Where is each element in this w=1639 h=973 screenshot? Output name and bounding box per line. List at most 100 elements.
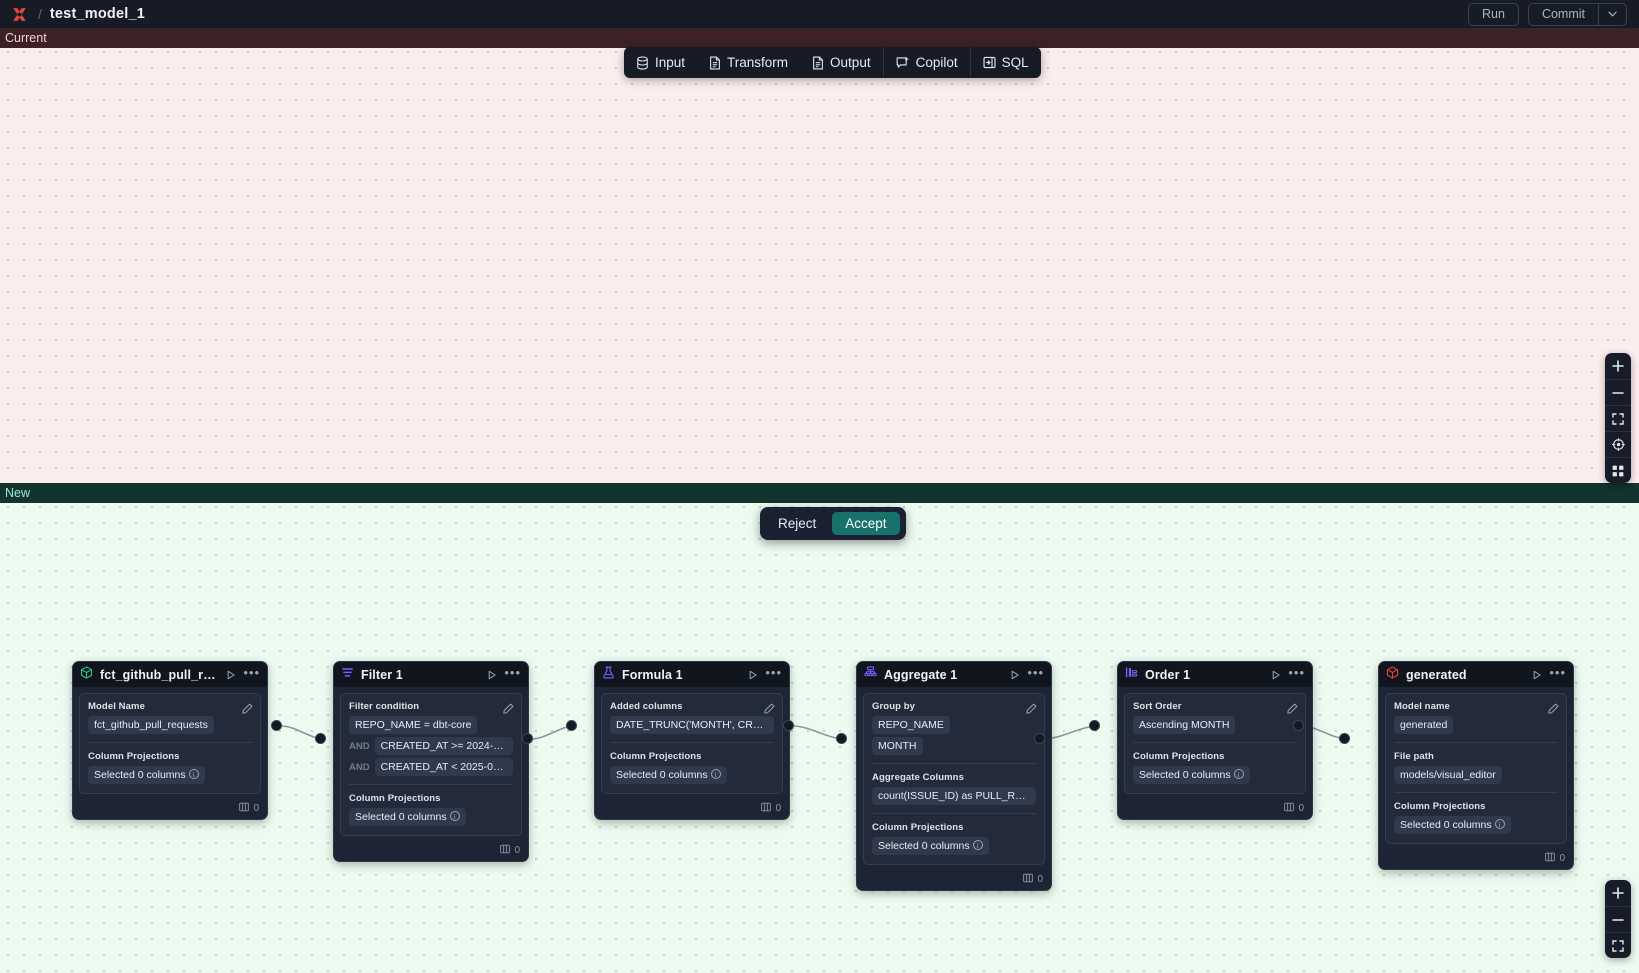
- edit-pencil-icon[interactable]: [1548, 701, 1559, 719]
- port-source-out[interactable]: [271, 720, 282, 731]
- play-icon[interactable]: [1532, 670, 1542, 680]
- aggregate-column-chip[interactable]: count(ISSUE_ID) as PULL_REQUEST_...: [872, 787, 1036, 805]
- zoom-out-icon[interactable]: [1605, 906, 1631, 932]
- current-canvas-grid[interactable]: [0, 28, 1639, 483]
- port-generated-in[interactable]: [1339, 733, 1350, 744]
- port-formula-out[interactable]: [783, 720, 794, 731]
- section-label: Column Projections: [872, 813, 1036, 833]
- columns-icon: [1284, 802, 1295, 815]
- toolbar-item-input[interactable]: Input: [624, 47, 697, 78]
- column-count: 0: [1037, 874, 1043, 885]
- play-icon[interactable]: [487, 670, 497, 680]
- column-count: 0: [253, 803, 259, 814]
- section-label: Column Projections: [88, 742, 252, 762]
- formula-flask-icon: [602, 666, 615, 684]
- fit-view-icon[interactable]: [1605, 932, 1631, 958]
- toolbar-item-transform[interactable]: Transform: [697, 47, 800, 78]
- node-title: Aggregate 1: [884, 667, 958, 682]
- filter-condition-chip[interactable]: CREATED_AT >= 2024-12-01: [374, 737, 513, 755]
- info-icon: i: [188, 769, 199, 779]
- app-logo-icon[interactable]: [8, 3, 30, 25]
- toolbar-label-sql: SQL: [1001, 55, 1029, 70]
- added-column-chip[interactable]: DATE_TRUNC('MONTH', CREATED_AT...: [610, 716, 774, 734]
- node-footer: 0: [857, 871, 1051, 890]
- zoom-in-icon[interactable]: [1605, 353, 1631, 379]
- play-icon[interactable]: [226, 670, 236, 680]
- node-fct-github-pull-requests[interactable]: fct_github_pull_requests ••• Model Name …: [72, 661, 268, 820]
- edit-pencil-icon[interactable]: [503, 701, 514, 719]
- node-order-1[interactable]: Order 1 ••• Sort Order Ascending MONTH C…: [1117, 661, 1313, 820]
- reject-button[interactable]: Reject: [778, 516, 817, 531]
- play-icon[interactable]: [1010, 670, 1020, 680]
- zoom-out-icon[interactable]: [1605, 379, 1631, 405]
- zoom-in-icon[interactable]: [1605, 880, 1631, 906]
- toolbar-item-copilot[interactable]: Copilot: [882, 47, 970, 78]
- node-generated[interactable]: generated ••• Model name generated File …: [1378, 661, 1574, 870]
- section-label: Column Projections: [1133, 742, 1297, 762]
- run-button[interactable]: Run: [1468, 2, 1519, 26]
- section-label: Column Projections: [610, 742, 774, 762]
- node-header: Aggregate 1 •••: [857, 662, 1051, 687]
- play-icon[interactable]: [748, 670, 758, 680]
- chevron-down-icon[interactable]: [1598, 3, 1626, 25]
- node-aggregate-1[interactable]: Aggregate 1 ••• Group by REPO_NAME MON: [856, 661, 1052, 891]
- new-version-pane: New fc: [0, 483, 1639, 973]
- port-formula-in[interactable]: [566, 720, 577, 731]
- fit-view-icon[interactable]: [1605, 405, 1631, 431]
- commit-button[interactable]: Commit: [1541, 6, 1585, 21]
- section-label: Column Projections: [1394, 792, 1558, 812]
- group-by-chip[interactable]: MONTH: [872, 737, 923, 755]
- sort-order-chip[interactable]: Ascending MONTH: [1133, 716, 1236, 734]
- port-order-in[interactable]: [1089, 720, 1100, 731]
- port-aggregate-out[interactable]: [1034, 733, 1045, 744]
- node-header: Order 1 •••: [1118, 662, 1312, 687]
- document-icon: [709, 56, 721, 70]
- port-filter-in[interactable]: [315, 733, 326, 744]
- current-pane-label: Current: [0, 28, 1639, 48]
- recenter-icon[interactable]: [1605, 431, 1631, 457]
- group-by-chip[interactable]: REPO_NAME: [872, 716, 950, 734]
- accept-button[interactable]: Accept: [832, 512, 900, 535]
- edit-pencil-icon[interactable]: [242, 701, 253, 719]
- more-options-icon[interactable]: •••: [504, 664, 521, 680]
- model-name-chip[interactable]: generated: [1394, 716, 1454, 734]
- column-count: 0: [1559, 853, 1565, 864]
- value-chip[interactable]: fct_github_pull_requests: [88, 716, 214, 734]
- node-panel: Model Name fct_github_pull_requests Colu…: [79, 693, 261, 794]
- play-icon[interactable]: [1271, 670, 1281, 680]
- toolbar-item-output[interactable]: Output: [800, 47, 883, 78]
- conjunction-label: AND: [349, 761, 370, 773]
- more-options-icon[interactable]: •••: [1288, 664, 1305, 680]
- node-header: Formula 1 •••: [595, 662, 789, 687]
- more-options-icon[interactable]: •••: [1027, 664, 1044, 680]
- port-filter-out[interactable]: [522, 733, 533, 744]
- port-order-out[interactable]: [1293, 720, 1304, 731]
- info-icon: i: [972, 840, 983, 850]
- edit-pencil-icon[interactable]: [1287, 701, 1298, 719]
- toolbar-item-sql[interactable]: SQL: [969, 47, 1041, 78]
- more-options-icon[interactable]: •••: [765, 664, 782, 680]
- chip-row: Ascending MONTH: [1133, 716, 1297, 734]
- node-filter-1[interactable]: Filter 1 ••• Filter condition REPO_NAME …: [333, 661, 529, 862]
- more-options-icon[interactable]: •••: [1549, 664, 1566, 680]
- file-path-chip[interactable]: models/visual_editor: [1394, 766, 1502, 784]
- document-icon: [812, 56, 824, 70]
- edit-pencil-icon[interactable]: [1026, 701, 1037, 719]
- node-formula-1[interactable]: Formula 1 ••• Added columns DATE_TRUNC('…: [594, 661, 790, 820]
- grid-toggle-icon[interactable]: [1605, 457, 1631, 483]
- edit-pencil-icon[interactable]: [764, 701, 775, 719]
- node-header: generated •••: [1379, 662, 1573, 687]
- port-aggregate-in[interactable]: [836, 733, 847, 744]
- filter-condition-chip[interactable]: CREATED_AT < 2025-03-01: [374, 758, 513, 776]
- filter-condition-chip[interactable]: REPO_NAME = dbt-core: [349, 716, 478, 734]
- section-label: Aggregate Columns: [872, 763, 1036, 783]
- more-options-icon[interactable]: •••: [243, 664, 260, 680]
